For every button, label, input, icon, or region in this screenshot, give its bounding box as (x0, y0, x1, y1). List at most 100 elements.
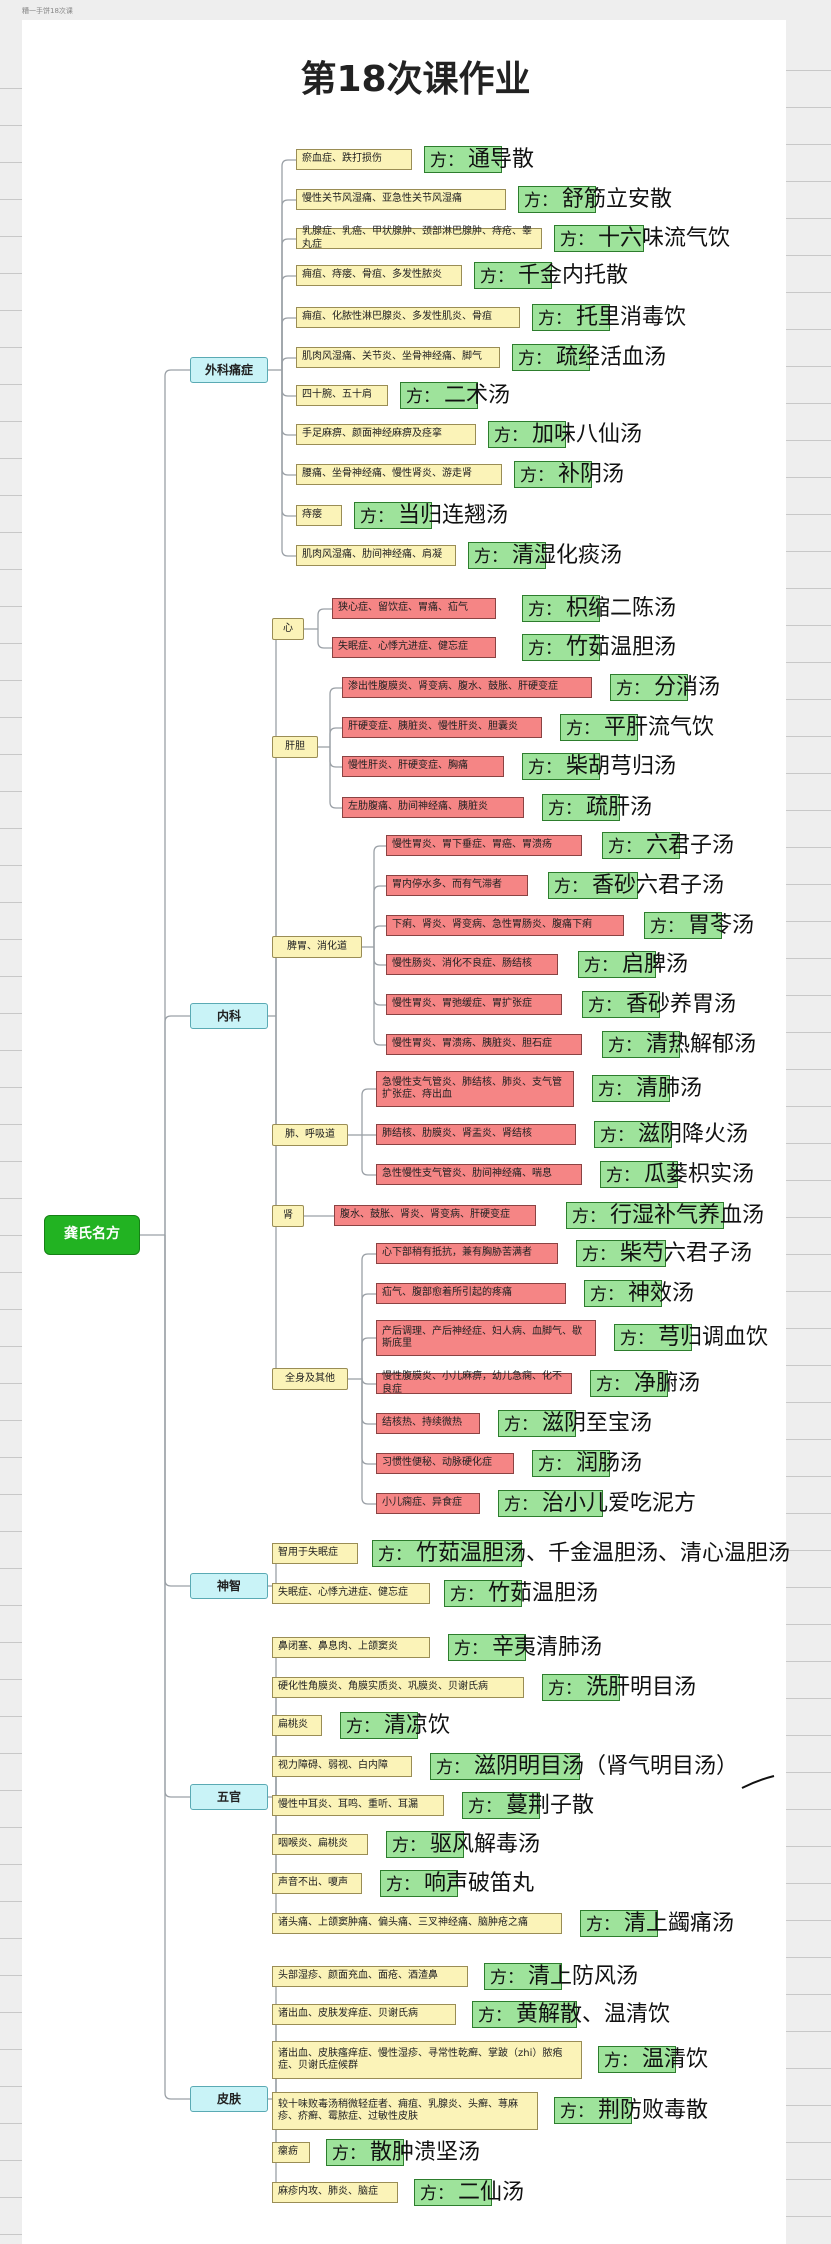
ruled-line (0, 828, 22, 829)
formula-prefix: 方： (392, 1836, 426, 1856)
ruled-line (786, 1032, 831, 1033)
formula-highlight (430, 1753, 580, 1780)
formula-text: 清凉饮 (384, 1713, 451, 1738)
ruled-line (786, 70, 831, 71)
formula-name: 方：芎归调血饮 (620, 1324, 768, 1353)
subgroup-piwei[interactable]: 脾胃、消化道 (272, 936, 362, 958)
connector (272, 1016, 283, 1136)
formula-highlight (610, 674, 688, 701)
connector (373, 885, 386, 947)
ruled-line (0, 569, 22, 570)
formula-highlight (578, 951, 656, 978)
formula-text: 托里消毒饮 (576, 305, 687, 330)
ruled-line (786, 477, 831, 478)
connector (373, 947, 386, 966)
formula-highlight (380, 1870, 458, 1897)
formula-highlight (340, 1712, 418, 1739)
formula-text: 胃苓汤 (688, 913, 755, 938)
ruled-line (0, 1568, 22, 1569)
subgroup-fei[interactable]: 肺、呼吸道 (272, 1124, 348, 1146)
ruled-line (786, 1513, 831, 1514)
condition-label: 慢性腹膜炎、小儿麻痹，幼儿急痫、化不良症 (376, 1371, 572, 1395)
condition-label: 头部湿疹、颜面充血、面疮、酒渣鼻 (272, 1966, 468, 1987)
condition-label: 痔瘘 (296, 505, 342, 526)
formula-prefix: 方： (598, 1080, 632, 1100)
formula-text: 治小儿爱吃泥方 (542, 1491, 697, 1516)
ruled-line (0, 1531, 22, 1532)
formula-prefix: 方： (566, 719, 600, 739)
formula-highlight (644, 912, 722, 939)
formula-name: 方：滋阴降火汤 (600, 1121, 748, 1150)
ruled-line (786, 1439, 831, 1440)
connector (281, 370, 296, 476)
formula-name: 方：清上蠲痛汤 (586, 1910, 734, 1939)
subgroup-gandan[interactable]: 肝胆 (272, 736, 318, 758)
formula-name: 方：疏经活血汤 (518, 344, 666, 373)
subgroup-shen[interactable]: 肾 (272, 1205, 304, 1227)
connector (361, 1379, 376, 1505)
ruled-line (0, 384, 22, 385)
ruled-line (0, 532, 22, 533)
ruled-line (0, 1272, 22, 1273)
condition-label: 下痢、肾炎、肾变病、急性胃肠炎、腹痛下痢 (386, 915, 624, 936)
ruled-line (0, 717, 22, 718)
condition-label: 手足麻痹、颜面神经麻痹及痉挛 (296, 424, 476, 445)
formula-text: 十六味流气饮 (598, 226, 731, 251)
ruled-line (786, 1254, 831, 1255)
category-wuguan[interactable]: 五官 (190, 1784, 268, 1810)
formula-highlight (590, 1370, 668, 1397)
connector (329, 687, 342, 747)
formula-highlight (462, 1792, 540, 1819)
ruled-line (0, 643, 22, 644)
formula-name: 方：清凉饮 (346, 1712, 450, 1741)
ruled-line (786, 2179, 831, 2180)
formula-text: 通导散 (468, 147, 535, 172)
formula-highlight (326, 2139, 404, 2166)
root-node[interactable]: 龚氏名方 (44, 1215, 140, 1255)
ruled-line (0, 1790, 22, 1791)
formula-prefix: 方： (560, 2102, 594, 2122)
condition-label: 慢性关节风湿痛、亚急性关节风湿痛 (296, 189, 506, 210)
ruled-line (786, 1069, 831, 1070)
condition-label: 诸出血、皮肤发痒症、贝谢氏病 (272, 2004, 456, 2025)
ruled-line (786, 847, 831, 848)
ruled-line (786, 1994, 831, 1995)
formula-text: 清湿化痰汤 (512, 543, 623, 568)
condition-label: 乳腺症、乳癌、甲状腺肿、颈部淋巴腺肿、痔疮、睾丸症 (296, 226, 542, 250)
ruled-line (786, 736, 831, 737)
subgroup-xin[interactable]: 心 (272, 618, 304, 640)
category-neike[interactable]: 内科 (190, 1003, 268, 1029)
formula-name: 方：疏肝汤 (548, 794, 652, 823)
ruled-line (0, 865, 22, 866)
category-pifu[interactable]: 皮肤 (190, 2086, 268, 2112)
formula-text: 瓜蒌枳实汤 (644, 1162, 755, 1187)
formula-name: 方：净腑汤 (596, 1370, 700, 1399)
formula-text: 千金内托散 (518, 263, 629, 288)
formula-prefix: 方： (584, 956, 618, 976)
condition-label: 声音不出、嗄声 (272, 1873, 362, 1894)
connector (281, 370, 296, 517)
formula-highlight (468, 542, 546, 569)
formula-name: 方：二术汤 (406, 382, 510, 411)
ruled-line (786, 1180, 831, 1181)
formula-text: 二术汤 (444, 383, 511, 408)
formula-text: 黄解散、温清饮 (516, 2002, 671, 2027)
formula-prefix: 方： (490, 1968, 524, 1988)
condition-label: 腰痛、坐骨神经痛、慢性肾炎、游走肾 (296, 464, 502, 485)
subgroup-quanshen[interactable]: 全身及其他 (272, 1368, 348, 1390)
condition-label: 麻疹内攻、肺炎、脑症 (272, 2182, 398, 2203)
ruled-line (0, 606, 22, 607)
formula-name: 方：清热解郁汤 (608, 1031, 756, 1060)
ruled-line (0, 1087, 22, 1088)
category-waike[interactable]: 外科痛症 (190, 357, 268, 383)
formula-text: 舒筋立安散 (562, 187, 673, 212)
category-shenzhi[interactable]: 神智 (190, 1573, 268, 1599)
page-caption: 糟一手饼18次课 (22, 7, 73, 15)
formula-name: 方：响声破笛丸 (386, 1870, 534, 1899)
connector (329, 747, 342, 809)
formula-text: 清上防风汤 (528, 1964, 639, 1989)
formula-highlight (584, 1280, 662, 1307)
formula-highlight (444, 1580, 522, 1607)
formula-highlight (414, 2179, 492, 2206)
condition-label: 小儿痫症、异食症 (376, 1493, 480, 1514)
